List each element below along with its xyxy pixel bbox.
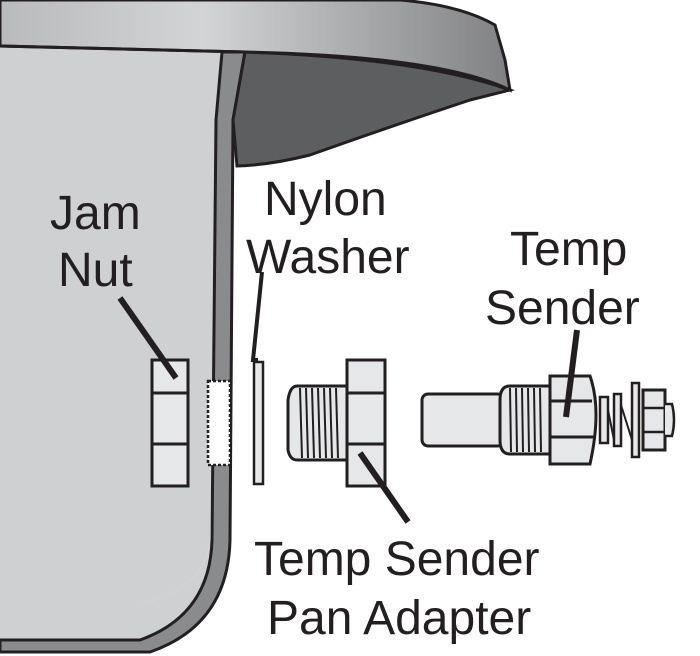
temp-sender <box>420 374 676 466</box>
leader-pan-adapter <box>357 451 411 524</box>
label-jam-nut-1: Jam <box>50 187 141 240</box>
pan-hole <box>206 379 232 467</box>
oil-pan-rim <box>0 0 512 93</box>
leader-nylon-washer <box>250 271 264 362</box>
label-temp-sender-1: Temp <box>510 223 627 276</box>
label-nylon-washer-2: Washer <box>246 231 410 284</box>
label-nylon-washer-1: Nylon <box>264 173 387 226</box>
pan-adapter <box>286 358 387 488</box>
label-temp-sender-2: Sender <box>485 282 640 335</box>
oil-pan-side <box>0 46 220 604</box>
leader-jam-nut <box>117 296 179 380</box>
label-pan-adapter-1: Temp Sender <box>254 533 540 586</box>
label-jam-nut-2: Nut <box>58 244 133 297</box>
oil-pan-inner-flange <box>231 50 516 168</box>
nylon-washer <box>252 360 265 486</box>
leader-temp-sender <box>563 329 580 418</box>
jam-nut <box>150 358 190 488</box>
oil-pan-wall <box>0 50 247 654</box>
label-pan-adapter-2: Pan Adapter <box>267 592 531 645</box>
